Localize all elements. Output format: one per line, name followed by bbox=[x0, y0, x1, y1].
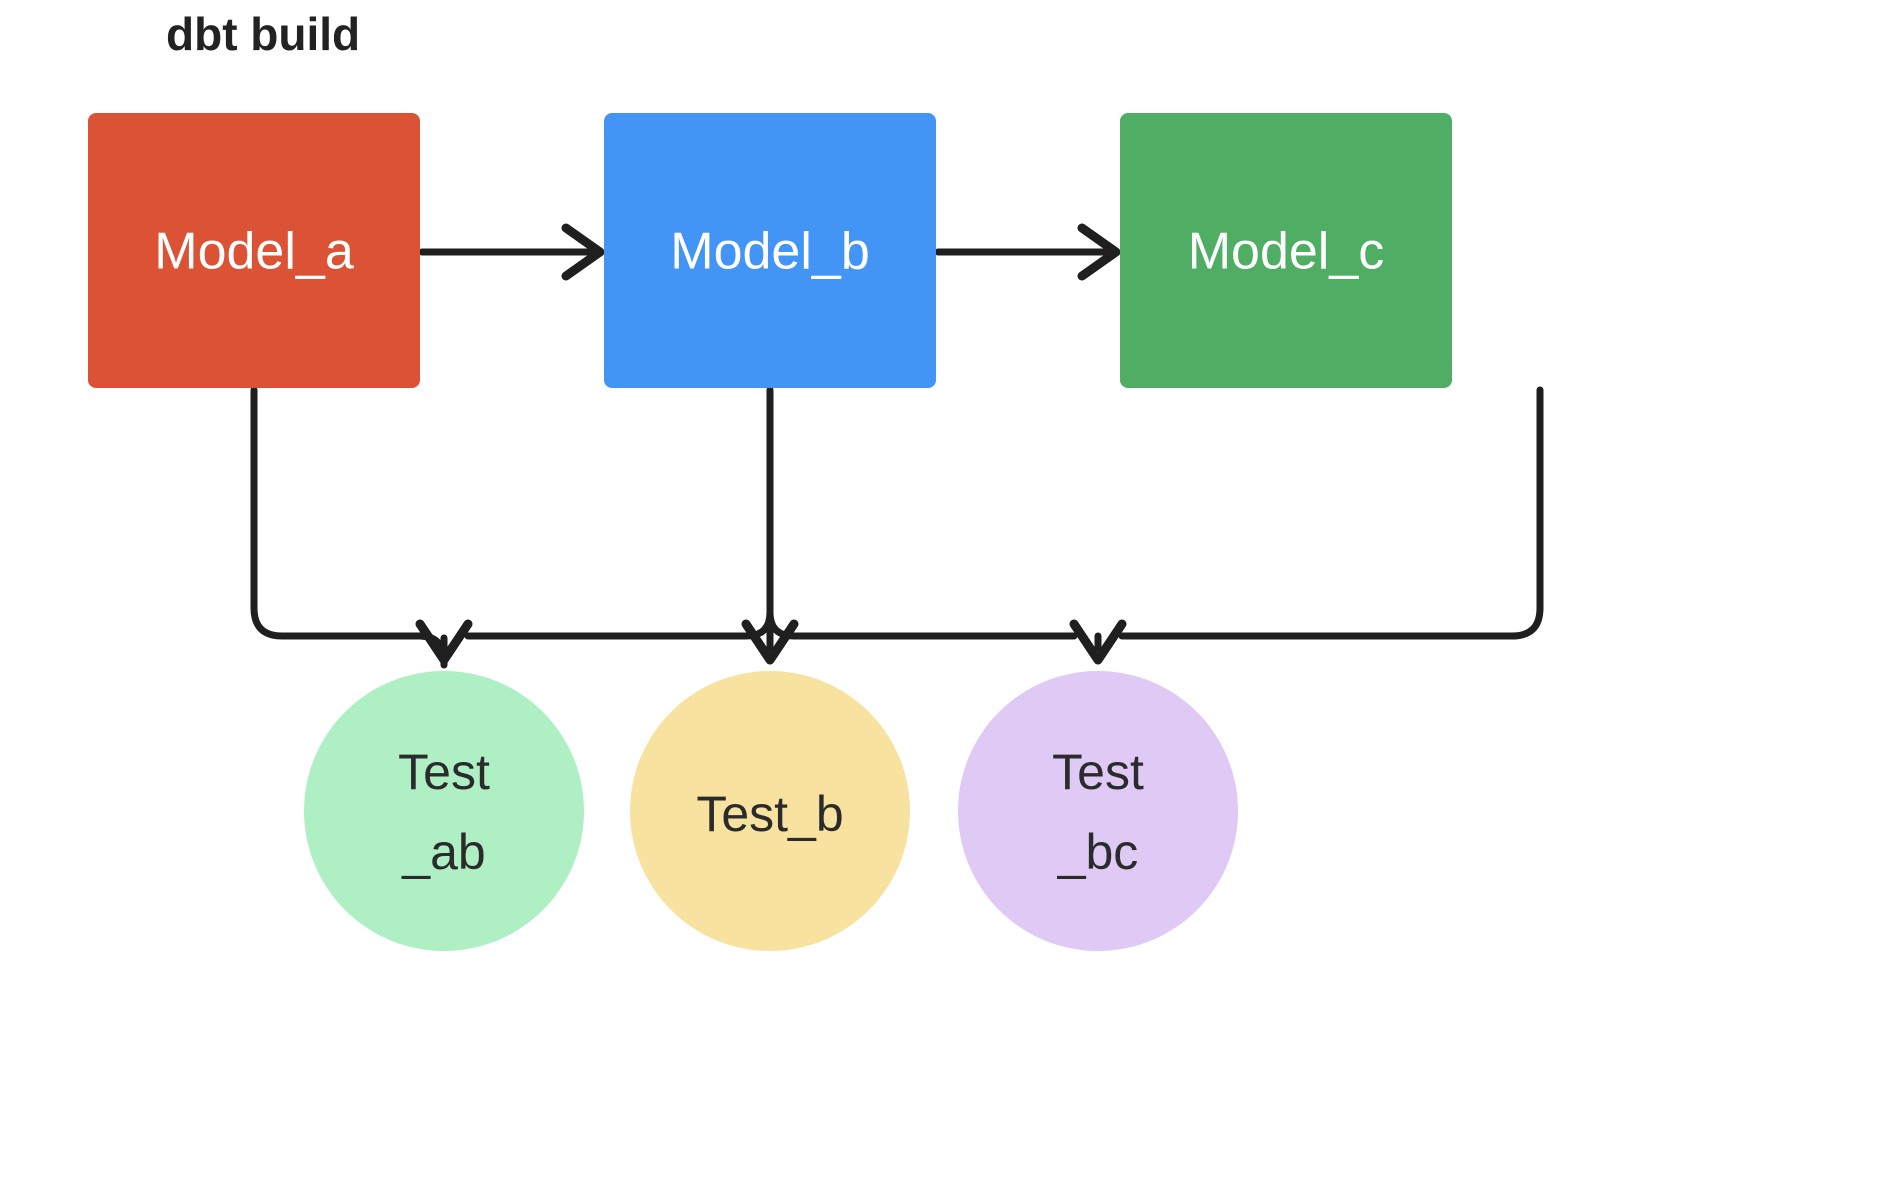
model-c-label: Model_c bbox=[1188, 223, 1385, 281]
edge-model-c-to-test-bc bbox=[1118, 386, 1544, 640]
test-bc-label-line-2: _bc bbox=[1057, 824, 1139, 880]
model-c-rect[interactable] bbox=[1120, 113, 1452, 388]
edge-layer bbox=[250, 223, 1544, 669]
edge-model-a-to-test-ab bbox=[250, 386, 424, 640]
model-a-rect[interactable] bbox=[88, 113, 420, 388]
model-b-rect[interactable] bbox=[604, 113, 936, 388]
test-node-test-b[interactable]: Test_b bbox=[630, 671, 910, 951]
model-node-model-b[interactable]: Model_b bbox=[604, 113, 936, 388]
test-b-label: Test_b bbox=[696, 786, 843, 842]
model-a-label: Model_a bbox=[154, 223, 354, 281]
test-ab-label-line-1: Test bbox=[398, 744, 490, 800]
model-node-model-a[interactable]: Model_a bbox=[88, 113, 420, 388]
test-b-circle[interactable] bbox=[630, 671, 910, 951]
test-node-test-ab[interactable]: Test _ab bbox=[304, 671, 584, 951]
model-node-model-c[interactable]: Model_c bbox=[1120, 113, 1452, 388]
edge-bus-right bbox=[766, 608, 1078, 640]
model-b-label: Model_b bbox=[670, 223, 869, 281]
edge-model-b-to-model-c bbox=[934, 223, 1121, 281]
test-bc-circle[interactable] bbox=[958, 671, 1238, 951]
edge-model-a-to-model-b bbox=[418, 223, 605, 281]
test-ab-label-line-2: _ab bbox=[401, 824, 485, 880]
edge-bus-left bbox=[464, 608, 774, 640]
arrow-into-test-ab bbox=[415, 619, 473, 665]
test-bc-label-line-1: Test bbox=[1052, 744, 1144, 800]
arrow-into-test-bc bbox=[1069, 619, 1127, 665]
page-title: dbt build bbox=[166, 8, 360, 60]
test-node-test-bc[interactable]: Test _bc bbox=[958, 671, 1238, 951]
test-ab-circle[interactable] bbox=[304, 671, 584, 951]
